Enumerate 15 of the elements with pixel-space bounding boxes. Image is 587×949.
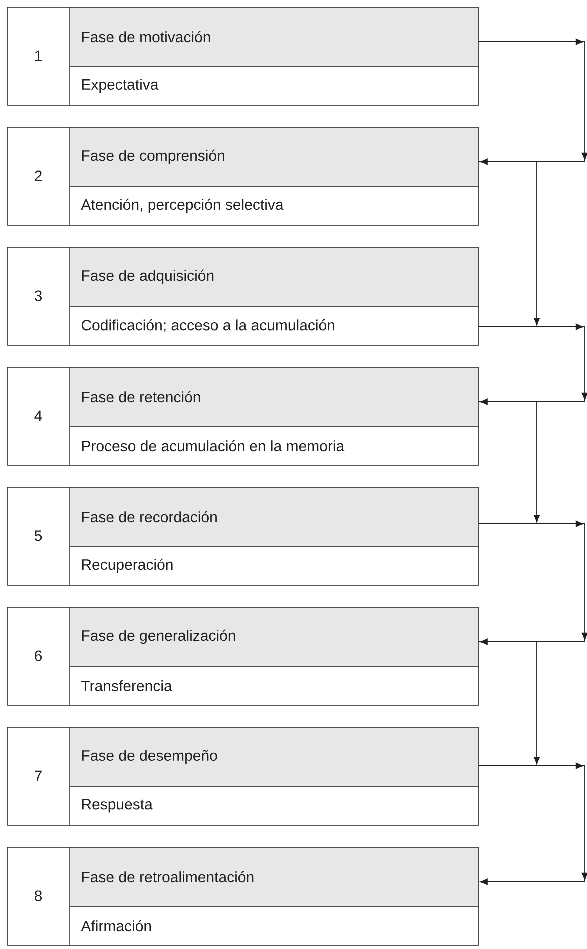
- phase-box: 8 Fase de retroalimentación Afirmación: [7, 846, 479, 946]
- arrow: [478, 762, 587, 886]
- phase-box: 6 Fase de generalización Transferencia: [7, 606, 479, 706]
- phase-box: 3 Fase de adquisición Codificación; acceso a la acumulación: [7, 246, 479, 346]
- arrow: [478, 324, 587, 406]
- phase-box: 2 Fase de comprensión Atención, percepción selectiva: [7, 126, 479, 226]
- arrow: [478, 642, 540, 765]
- arrow: [478, 520, 587, 646]
- arrow: [478, 162, 540, 326]
- phase-box: 7 Fase de desempeño Respuesta: [7, 726, 479, 826]
- arrow: [478, 402, 540, 523]
- phase-box: 4 Fase de retención Proceso de acumulación en la memoria: [7, 366, 479, 466]
- phase-box: 1 Fase de motivación Expectativa: [7, 6, 479, 106]
- phase-box: 5 Fase de recordación Recuperación: [7, 486, 479, 586]
- arrow: [478, 38, 587, 166]
